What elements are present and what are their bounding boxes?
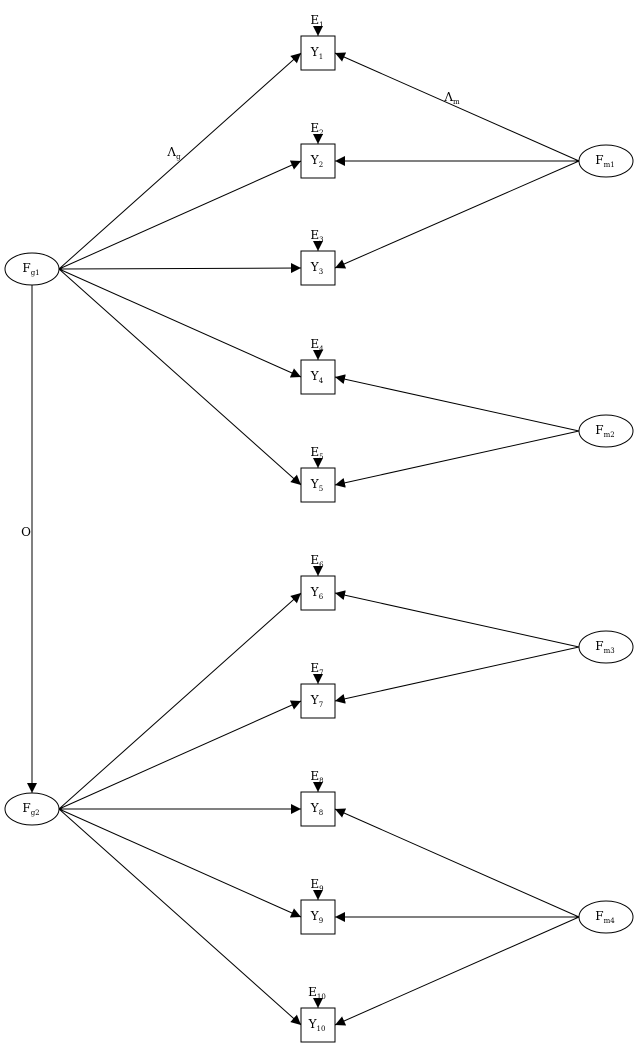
indicator-label: Y2 — [310, 153, 323, 169]
general-loading-arrow — [58, 808, 302, 1026]
indicator-box — [300, 143, 336, 179]
indicator-box — [300, 35, 336, 71]
general-loading-arrow — [58, 808, 302, 918]
general-loading-arrow — [58, 52, 302, 270]
method-loading-label: Λm — [443, 90, 460, 106]
method-factor-ellipse — [578, 900, 634, 934]
indicator-box — [300, 250, 336, 286]
indicator-label: Y6 — [310, 585, 324, 601]
indicator-box — [300, 575, 336, 611]
error-label: E7 — [310, 661, 323, 677]
indicator-box — [300, 359, 336, 395]
method-factor-label: Fm3 — [595, 639, 614, 655]
indicator-label: Y9 — [310, 909, 323, 925]
error-label: E4 — [310, 337, 324, 353]
method-loading-arrow — [334, 52, 580, 162]
indicator-box — [300, 791, 336, 827]
error-label: E9 — [310, 877, 323, 893]
method-factor-label: Fm2 — [595, 423, 614, 439]
method-loading-arrow — [334, 160, 580, 269]
error-label: E8 — [310, 769, 323, 785]
indicator-label: Y1 — [310, 45, 323, 61]
general-loading-arrow — [58, 263, 302, 274]
indicator-label: Y10 — [308, 1017, 326, 1033]
general-factor-ellipse — [4, 792, 60, 826]
indicator-label: Y7 — [310, 693, 323, 709]
general-loading-arrow — [58, 592, 302, 810]
indicator-label: Y3 — [310, 260, 323, 276]
correlation-label: O — [21, 525, 31, 539]
nodes-layer — [4, 35, 634, 1043]
method-factor-label: Fm4 — [595, 909, 615, 925]
general-factor-label: Fg2 — [22, 801, 39, 817]
method-loading-arrow — [334, 374, 580, 432]
method-loading-arrow — [334, 646, 580, 704]
general-factor-label: Fg1 — [22, 261, 39, 277]
method-loading-arrow — [334, 808, 580, 918]
error-label: E5 — [310, 445, 323, 461]
method-loading-arrow — [334, 916, 580, 1026]
indicator-label: Y5 — [310, 477, 323, 493]
error-label: E3 — [310, 228, 323, 244]
method-factor-ellipse — [578, 414, 634, 448]
general-loading-arrow — [58, 160, 302, 270]
method-loading-arrow — [334, 590, 580, 648]
indicator-label: Y8 — [310, 801, 323, 817]
method-factor-ellipse — [578, 630, 634, 664]
general-loading-arrow — [58, 268, 302, 486]
general-factor-ellipse — [4, 252, 60, 286]
indicator-box — [300, 467, 336, 503]
method-factor-label: Fm1 — [595, 153, 614, 169]
general-loading-label: Λg — [166, 145, 181, 161]
indicator-box — [300, 1007, 336, 1043]
indicator-box — [300, 683, 336, 719]
method-loading-arrow — [334, 430, 580, 488]
general-loading-arrow — [58, 700, 302, 810]
error-label: E10 — [308, 985, 326, 1001]
general-loading-arrow — [58, 268, 302, 378]
edges-layer — [27, 26, 580, 1026]
indicator-label: Y4 — [310, 369, 324, 385]
error-label: E6 — [310, 553, 324, 569]
error-label: E2 — [310, 121, 323, 137]
error-label: E1 — [310, 13, 323, 29]
indicator-box — [300, 899, 336, 935]
method-factor-ellipse — [578, 144, 634, 178]
